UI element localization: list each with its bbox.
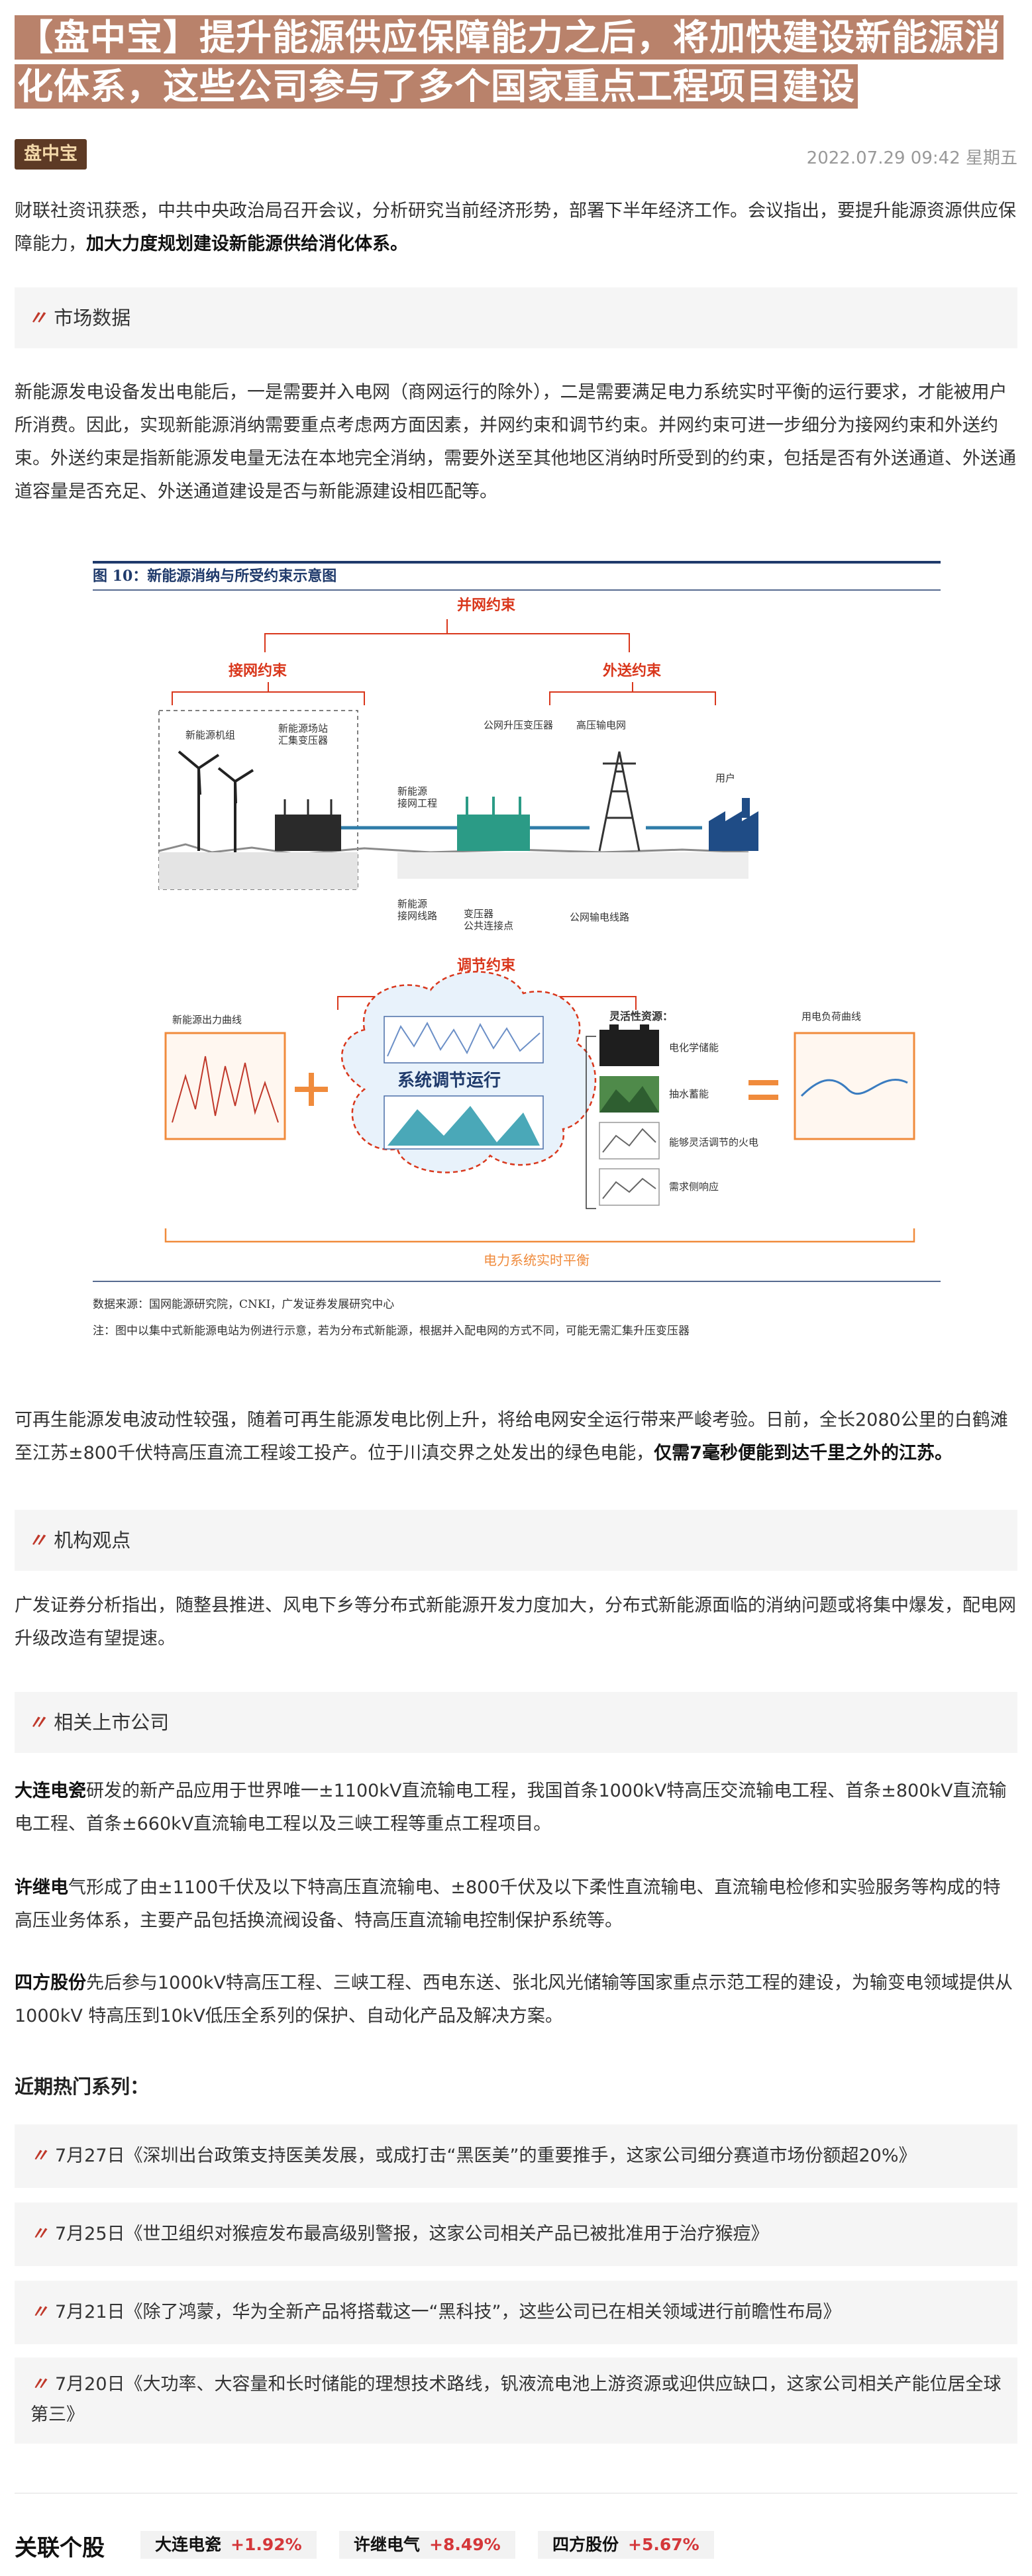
balance-label: 电力系统实时平衡	[484, 1252, 590, 1268]
figure-source: 数据来源：国网能源研究院，CNKI，广发证券发展研究中心	[93, 1298, 394, 1311]
stock-chip[interactable]: 四方股份 +5.67%	[538, 2531, 714, 2559]
after-figure-text: 可再生能源发电波动性较强，随着可再生能源发电比例上升，将给电网安全运行带来严峻考…	[15, 1410, 1008, 1463]
public-boost-label: 公网升压变压器	[484, 719, 553, 731]
company-paragraph-1: 大连电瓷研发的新产品应用于世界唯一±1100kV直流输电工程，我国首条1000k…	[15, 1775, 1017, 1841]
quote-mark-icon: 〃	[30, 2374, 48, 2395]
article-title: 【盘中宝】提升能源供应保障能力之后，将加快建设新能源消化体系，这些公司参与了多个…	[15, 13, 1017, 111]
quote-mark-icon: 〃	[28, 1529, 48, 1552]
source-tag[interactable]: 盘中宝	[15, 139, 87, 170]
view-paragraph: 广发证券分析指出，随整县推进、风电下乡等分布式新能源开发力度加大，分布式新能源面…	[15, 1595, 1016, 1649]
quote-mark-icon: 〃	[30, 2224, 48, 2244]
flex-item-4: 需求侧响应	[669, 1181, 719, 1193]
section-title: 相关上市公司	[54, 1711, 170, 1734]
quote-mark-icon: 〃	[30, 2146, 48, 2166]
stock-change: +1.92%	[231, 2535, 302, 2554]
substation-label: 变压器公共连接点	[464, 908, 513, 932]
hot-series-link[interactable]: 7月20日《大功率、大容量和长时储能的理想技术路线，钒液流电池上游资源或迎供应缺…	[30, 2374, 1002, 2425]
quote-mark-icon: 〃	[28, 307, 48, 329]
stock-change: +8.49%	[429, 2535, 501, 2554]
stock-change: +5.67%	[628, 2535, 699, 2554]
output-curve-label: 新能源出力曲线	[172, 1014, 242, 1026]
stock-name: 许继电气	[354, 2535, 421, 2554]
grid-constraint-label: 并网约束	[457, 597, 516, 614]
stock-name: 四方股份	[552, 2535, 619, 2554]
flex-item-3: 能够灵活调节的火电	[669, 1136, 758, 1148]
related-stocks-title: 关联个股	[15, 2535, 105, 2561]
intro-paragraph: 财联社资讯获悉，中共中央政治局召开会议，分析研究当前经济形势，部署下半年经济工作…	[15, 195, 1017, 261]
market-paragraph: 新能源发电设备发出电能后，一是需要并入电网（商网运行的除外），二是需要满足电力系…	[15, 382, 1016, 502]
access-constraint-label: 接网约束	[229, 662, 287, 679]
regulation-constraint-label: 调节约束	[457, 957, 516, 974]
user-label: 用户	[715, 772, 735, 784]
public-line-label: 公网输电线路	[570, 911, 629, 923]
hot-series-item[interactable]: 〃7月20日《大功率、大容量和长时储能的理想技术路线，钒液流电池上游资源或迎供应…	[15, 2357, 1017, 2444]
hv-grid-label: 高压输电网	[576, 719, 626, 731]
company-paragraph-2: 许继电气形成了由±1100千伏及以下特高压直流输电、±800千伏及以下柔性直流输…	[15, 1871, 1017, 1938]
section-heading-companies: 〃 相关上市公司	[15, 1692, 1017, 1753]
company-name: 四方股份	[15, 1973, 86, 1993]
hot-series-title: 近期热门系列：	[15, 2075, 150, 2098]
section-heading-view: 〃 机构观点	[15, 1510, 1017, 1571]
after-figure-bold: 仅需7毫秒便能到达千里之外的江苏。	[654, 1443, 953, 1463]
station-label-2: 新能源场站汇集变压器	[278, 722, 328, 746]
after-figure-paragraph: 可再生能源发电波动性较强，随着可再生能源发电比例上升，将给电网安全运行带来严峻考…	[15, 1404, 1017, 1470]
hot-series-link[interactable]: 7月21日《除了鸿蒙，华为全新产品将搭载这一“黑科技”，这些公司已在相关领域进行…	[55, 2302, 841, 2322]
constraint-diagram: 图 10：新能源消纳与所受约束示意图 并网约束 接网约束 外送约束 新能源机组 …	[86, 553, 947, 1374]
export-constraint-label: 外送约束	[603, 662, 662, 679]
section-title: 机构观点	[54, 1529, 131, 1552]
access-project-label: 新能源接网工程	[397, 785, 437, 809]
section-title: 市场数据	[54, 307, 131, 329]
hot-series-link[interactable]: 7月25日《世卫组织对猴痘发布最高级别警报，这家公司相关产品已被批准用于治疗猴痘…	[55, 2224, 769, 2244]
related-stocks: 关联个股 大连电瓷 +1.92% 许继电气 +8.49% 四方股份 +5.67%	[15, 2523, 1017, 2563]
stock-name: 大连电瓷	[155, 2535, 222, 2554]
station-label-1: 新能源机组	[185, 729, 235, 741]
intro-bold: 加大力度规划建设新能源供给消化体系。	[86, 234, 408, 254]
flex-item-1: 电化学储能	[669, 1042, 719, 1054]
intro-text: 财联社资讯获悉，中共中央政治局召开会议，分析研究当前经济形势，部署下半年经济工作…	[15, 201, 1016, 254]
quote-mark-icon: 〃	[30, 2302, 48, 2322]
company-desc: 先后参与1000kV特高压工程、三峡工程、西电东送、张北风光储输等国家重点示范工…	[15, 1973, 1013, 2026]
figure-caption: 图 10：新能源消纳与所受约束示意图	[93, 568, 336, 585]
access-line-label: 新能源接网线路	[397, 898, 437, 922]
hot-series-item[interactable]: 〃 7月21日《除了鸿蒙，华为全新产品将搭载这一“黑科技”，这些公司已在相关领域进…	[15, 2281, 1017, 2344]
figure-note: 注：图中以集中式新能源电站为例进行示意，若为分布式新能源，根据并入配电网的方式不…	[93, 1324, 690, 1338]
company-name: 大连电瓷	[15, 1781, 86, 1801]
stock-chip[interactable]: 大连电瓷 +1.92%	[140, 2531, 317, 2559]
quote-mark-icon: 〃	[28, 1711, 48, 1734]
hot-series-link[interactable]: 7月27日《深圳出台政策支持医美发展，或成打击“黑医美”的重要推手，这家公司细分…	[55, 2146, 917, 2166]
company-paragraph-3: 四方股份先后参与1000kV特高压工程、三峡工程、西电东送、张北风光储输等国家重…	[15, 1967, 1017, 2033]
company-name: 许继电	[15, 1877, 68, 1898]
publish-time: 2022.07.29 09:42 星期五	[806, 148, 1017, 168]
company-desc: 气形成了由±1100千伏及以下特高压直流输电、±800千伏及以下柔性直流输电、直…	[15, 1877, 1001, 1931]
system-regulation-label: 系统调节运行	[397, 1070, 501, 1091]
flex-item-2: 抽水蓄能	[669, 1088, 709, 1100]
divider	[15, 2493, 1017, 2494]
stock-chip[interactable]: 许继电气 +8.49%	[339, 2531, 515, 2559]
hot-series-item[interactable]: 〃 7月27日《深圳出台政策支持医美发展，或成打击“黑医美”的重要推手，这家公司细…	[15, 2124, 1017, 2188]
flex-title: 灵活性资源：	[609, 1010, 673, 1022]
hot-series-item[interactable]: 〃 7月25日《世卫组织对猴痘发布最高级别警报，这家公司相关产品已被批准用于治疗猴…	[15, 2203, 1017, 2266]
article-meta: 盘中宝 2022.07.29 09:42 星期五	[15, 139, 1017, 171]
company-desc: 研发的新产品应用于世界唯一±1100kV直流输电工程，我国首条1000kV特高压…	[15, 1781, 1007, 1834]
load-curve-label: 用电负荷曲线	[801, 1011, 861, 1022]
section-heading-market: 〃 市场数据	[15, 287, 1017, 348]
